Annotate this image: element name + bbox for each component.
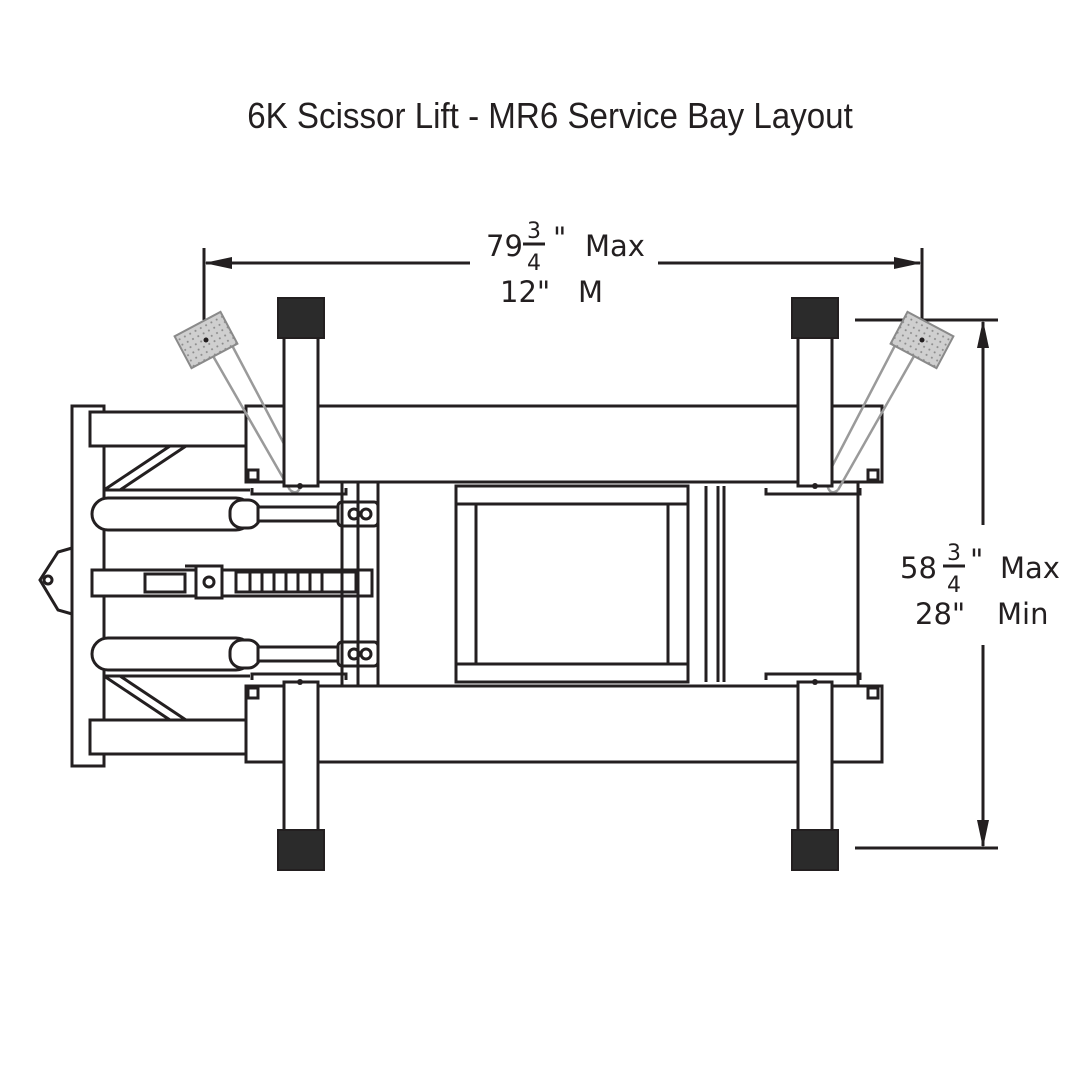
height-arrow-top: [977, 320, 989, 348]
pad-top-left: [277, 297, 325, 339]
height-max-unit: ": [970, 543, 983, 577]
pad-top-right: [791, 297, 839, 339]
inner-frame: [454, 484, 690, 684]
width-min-label: M: [578, 275, 603, 309]
cylinder-top: [90, 496, 254, 532]
platform: [244, 404, 884, 764]
mount-bracket: [38, 546, 74, 616]
arm-bottom-right: [796, 680, 834, 834]
pad-bottom-left: [277, 829, 325, 871]
width-max-unit: ": [553, 221, 566, 255]
width-max-label: Max: [585, 229, 645, 263]
base-frame: [38, 404, 252, 768]
width-min-value: 12": [500, 275, 550, 309]
top-rail: [88, 410, 252, 448]
height-min-label: Min: [997, 597, 1048, 631]
lock-block: [194, 564, 224, 600]
arm-top-right: [796, 334, 834, 488]
width-max-numerator: 3: [527, 219, 541, 244]
width-dimension: 79 3 4 " Max 12" M: [202, 219, 924, 320]
height-arrow-bottom: [977, 820, 989, 848]
width-max-whole: 79: [486, 229, 523, 263]
height-max-denominator: 4: [947, 573, 961, 598]
height-dimension: 58 3 4 " Max 28" Min: [855, 318, 1060, 850]
retracted-arm-right-b: [824, 331, 904, 479]
bottom-runway: [244, 684, 884, 764]
height-min-value: 28": [915, 597, 965, 631]
retracted-arm-right-a: [836, 341, 924, 491]
width-max-denominator: 4: [527, 251, 541, 276]
page-title: 6K Scissor Lift - MR6 Service Bay Layout: [247, 95, 853, 136]
runway-tabs: [246, 468, 880, 700]
arm-top-left: [282, 334, 320, 488]
width-arrow-left: [204, 257, 232, 269]
top-runway: [244, 404, 884, 484]
width-arrow-right: [894, 257, 922, 269]
hydraulic-cylinders: [90, 496, 380, 672]
center-mechanism: [90, 564, 374, 600]
retracted-arm-left-a: [203, 341, 292, 491]
height-max-label: Max: [1000, 551, 1060, 585]
height-max-whole: 58: [900, 551, 937, 585]
cylinder-bottom: [90, 636, 254, 672]
swing-arms: [250, 297, 862, 871]
center-frame: [340, 480, 860, 688]
height-max-numerator: 3: [947, 541, 961, 566]
pad-bottom-right: [791, 829, 839, 871]
bottom-rail: [88, 718, 252, 756]
arm-bottom-left: [282, 680, 320, 834]
